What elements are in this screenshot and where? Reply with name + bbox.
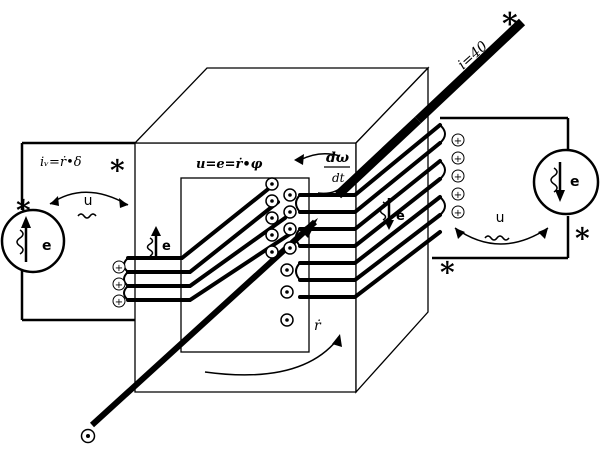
plus-marker: +	[115, 263, 123, 274]
dot-marker	[283, 205, 297, 219]
bottom-flux-arrow	[204, 339, 338, 376]
derivative-denominator: dt	[332, 171, 345, 185]
plus-marker: +	[115, 280, 123, 291]
left-winding	[123, 184, 292, 302]
dot-marker	[265, 245, 279, 259]
right-wave-icon	[484, 235, 510, 241]
left-coil-emf: e	[146, 226, 171, 258]
dot-marker	[280, 313, 294, 327]
left-source: e	[0, 208, 66, 274]
right-source-emf-label: e	[570, 174, 580, 190]
bottom-dot-terminal	[80, 428, 96, 444]
right-u-label: u	[496, 210, 505, 226]
right-coil-emf-label: e	[396, 209, 405, 224]
right-source: e	[532, 148, 600, 216]
main-conductor-mid	[334, 116, 422, 199]
main-conductor	[89, 219, 318, 428]
left-top-star: *	[110, 154, 125, 187]
derivative-numerator: dω	[326, 150, 350, 166]
main-conductor-upper	[414, 18, 526, 124]
top-right-star: *	[502, 7, 518, 42]
dot-marker	[265, 177, 279, 191]
left-source-star: *	[16, 194, 31, 227]
left-wave-icon	[77, 213, 97, 219]
left-u-label: u	[84, 193, 93, 209]
left-coil-emf-label: e	[162, 239, 171, 254]
right-coil-emf: e	[379, 198, 405, 230]
dot-marker	[265, 194, 279, 208]
left-plus-markers: + + +	[112, 260, 126, 308]
right-plus-markers: + + + + +	[451, 133, 465, 219]
plus-marker: +	[454, 136, 462, 147]
left-formula: iᵥ=ṙ•δ	[40, 155, 82, 170]
left-source-emf-label: e	[42, 238, 52, 254]
dot-marker	[280, 263, 294, 277]
plus-marker: +	[454, 154, 462, 165]
right-u-arrow	[454, 227, 549, 245]
dot-marker	[265, 228, 279, 242]
plus-marker: +	[115, 297, 123, 308]
dot-marker	[283, 241, 297, 255]
plus-marker: +	[454, 172, 462, 183]
omega-dot-label: ṙ	[314, 318, 322, 334]
right-source-star: *	[575, 222, 590, 255]
right-winding	[295, 123, 446, 299]
window-conductor-markers	[265, 177, 297, 327]
center-formula: u=e=ṙ•φ	[196, 157, 263, 172]
right-bottom-star: *	[440, 256, 455, 289]
dot-marker	[280, 285, 294, 299]
left-circuit-wires	[20, 141, 135, 322]
plus-marker: +	[454, 208, 462, 219]
plus-marker: +	[454, 190, 462, 201]
dot-marker	[283, 222, 297, 236]
dot-marker	[265, 211, 279, 225]
dot-marker	[283, 188, 297, 202]
right-circuit-wires	[432, 116, 570, 260]
